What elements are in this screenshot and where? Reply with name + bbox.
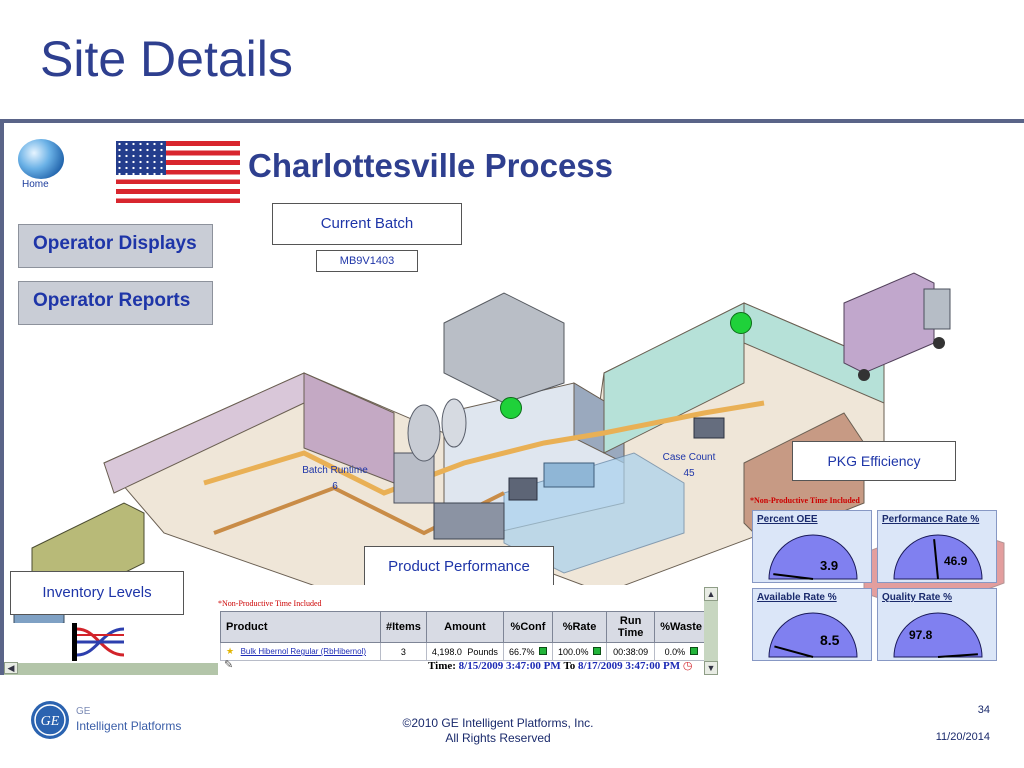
- gauge-value: 8.5: [815, 631, 845, 649]
- batch-runtime-value: 6: [332, 481, 338, 492]
- gauge-quality-rate[interactable]: Quality Rate % 97.8: [877, 588, 997, 661]
- status-indicator-warehouse[interactable]: [730, 312, 752, 334]
- header-run-time[interactable]: Run Time: [606, 611, 656, 643]
- rate-value: 100.0%: [557, 646, 589, 657]
- product-performance-label[interactable]: Product Performance: [364, 546, 554, 588]
- gauge-needle: [937, 653, 978, 658]
- pencil-icon[interactable]: ✎: [224, 659, 234, 671]
- table-row: ★ Bulk Hibernol Regular (RbHibernol) 3 4…: [220, 642, 708, 661]
- home-link[interactable]: Home: [22, 179, 49, 190]
- page-number: 34: [977, 704, 990, 716]
- current-batch-label[interactable]: Current Batch: [272, 203, 462, 245]
- logo-text-ge: GE: [76, 706, 91, 717]
- header-rate[interactable]: %Rate: [551, 611, 608, 643]
- header-product[interactable]: Product: [220, 611, 381, 643]
- non-productive-note: *Non-Productive Time Included: [218, 599, 322, 608]
- product-table: Product #Items Amount %Conf %Rate Run Ti…: [220, 611, 708, 661]
- product-link[interactable]: Bulk Hibernol Regular (RbHibernol): [240, 647, 366, 656]
- gauge-title: Percent OEE: [757, 514, 818, 525]
- process-title: Charlottesville Process: [248, 147, 613, 184]
- ge-logo-icon: GE: [31, 701, 69, 739]
- gauge-note: *Non-Productive Time Included: [750, 496, 860, 505]
- us-flag-canton: [116, 141, 166, 175]
- hmi-screenshot: Home Charlottesville Process: [4, 123, 1024, 675]
- star-icon: ★: [226, 646, 235, 656]
- time-from[interactable]: 8/15/2009 3:47:00 PM: [458, 660, 561, 672]
- gauge-performance-rate[interactable]: Performance Rate % 46.9: [877, 510, 997, 583]
- copyright-line-1: ©2010 GE Intelligent Platforms, Inc.: [402, 716, 594, 730]
- gauge-value: 3.9: [815, 557, 844, 574]
- slide-date: 11/20/2014: [935, 731, 990, 743]
- gauge-value: 46.9: [940, 553, 972, 569]
- operator-displays-button[interactable]: Operator Displays: [18, 224, 213, 268]
- amount-cell: 4,198.0 Pounds: [425, 642, 504, 661]
- time-to-label: To: [563, 660, 576, 672]
- amount-value: 4,198.0: [431, 646, 462, 657]
- run-time-cell: 00:38:09: [606, 642, 656, 661]
- gauge-value: 97.8: [906, 627, 936, 643]
- gauge-percent-oee[interactable]: Percent OEE 3.9: [752, 510, 872, 583]
- amount-unit: Pounds: [467, 646, 498, 657]
- gauge-needle: [773, 573, 814, 580]
- case-count-label: Case Count: [662, 452, 716, 463]
- gauge-arc: [768, 534, 858, 580]
- gauge-title: Performance Rate %: [882, 514, 980, 525]
- horizontal-scrollbar[interactable]: ◀: [4, 662, 218, 675]
- slide-title: Site Details: [40, 31, 293, 87]
- status-square-icon: [689, 646, 698, 655]
- header-conf[interactable]: %Conf: [502, 611, 553, 643]
- gauge-needle: [774, 645, 814, 658]
- product-report-panel: *Non-Productive Time Included Product #I…: [218, 585, 708, 675]
- items-cell: 3: [380, 642, 427, 661]
- gauge-needle: [933, 539, 939, 580]
- waste-value: 0.0%: [664, 646, 686, 657]
- time-label: Time:: [428, 660, 456, 672]
- current-batch-value: MB9V1403: [316, 250, 418, 272]
- vertical-scrollbar[interactable]: ▲ ▼: [704, 587, 718, 675]
- gauge-dial: [893, 612, 983, 658]
- rate-cell: 100.0%: [551, 642, 608, 661]
- scroll-down-icon[interactable]: ▼: [704, 661, 718, 675]
- batch-runtime-label: Batch Runtime: [302, 465, 368, 476]
- case-count-value: 45: [683, 468, 695, 479]
- gauge-title: Quality Rate %: [882, 592, 953, 603]
- home-globe-icon[interactable]: [18, 139, 64, 179]
- header-items[interactable]: #Items: [380, 611, 427, 643]
- gauge-dial: [768, 534, 858, 580]
- gauge-dial: [768, 612, 858, 658]
- time-range: Time: 8/15/2009 3:47:00 PM To 8/17/2009 …: [428, 659, 692, 672]
- inventory-levels-label[interactable]: Inventory Levels: [10, 571, 184, 615]
- clock-icon[interactable]: ◷: [682, 660, 693, 672]
- header-amount[interactable]: Amount: [425, 611, 504, 643]
- status-indicator-processing[interactable]: [500, 397, 522, 419]
- waste-cell: 0.0%: [654, 642, 708, 661]
- conf-value: 66.7%: [508, 646, 535, 657]
- scroll-left-icon[interactable]: ◀: [4, 662, 18, 674]
- logo-text-ip: Intelligent Platforms: [76, 719, 182, 733]
- pkg-efficiency-label[interactable]: PKG Efficiency: [792, 441, 956, 481]
- operator-reports-button[interactable]: Operator Reports: [18, 281, 213, 325]
- conf-cell: 66.7%: [502, 642, 553, 661]
- gauge-title: Available Rate %: [757, 592, 837, 603]
- gauge-arc: [893, 612, 983, 658]
- title-divider: [0, 119, 1024, 123]
- header-waste[interactable]: %Waste: [654, 611, 708, 643]
- scroll-up-icon[interactable]: ▲: [704, 587, 718, 601]
- svg-text:GE: GE: [41, 714, 60, 729]
- status-square-icon: [538, 646, 547, 655]
- inventory-flow-icon[interactable]: [72, 621, 128, 663]
- table-header-row: Product #Items Amount %Conf %Rate Run Ti…: [220, 611, 708, 643]
- copyright-line-2: All Rights Reserved: [445, 731, 551, 745]
- product-cell: ★ Bulk Hibernol Regular (RbHibernol): [220, 642, 381, 661]
- screen-border-left: [0, 119, 4, 675]
- status-square-icon: [593, 646, 602, 655]
- time-to[interactable]: 8/17/2009 3:47:00 PM: [578, 660, 681, 672]
- gauge-available-rate[interactable]: Available Rate % 8.5: [752, 588, 872, 661]
